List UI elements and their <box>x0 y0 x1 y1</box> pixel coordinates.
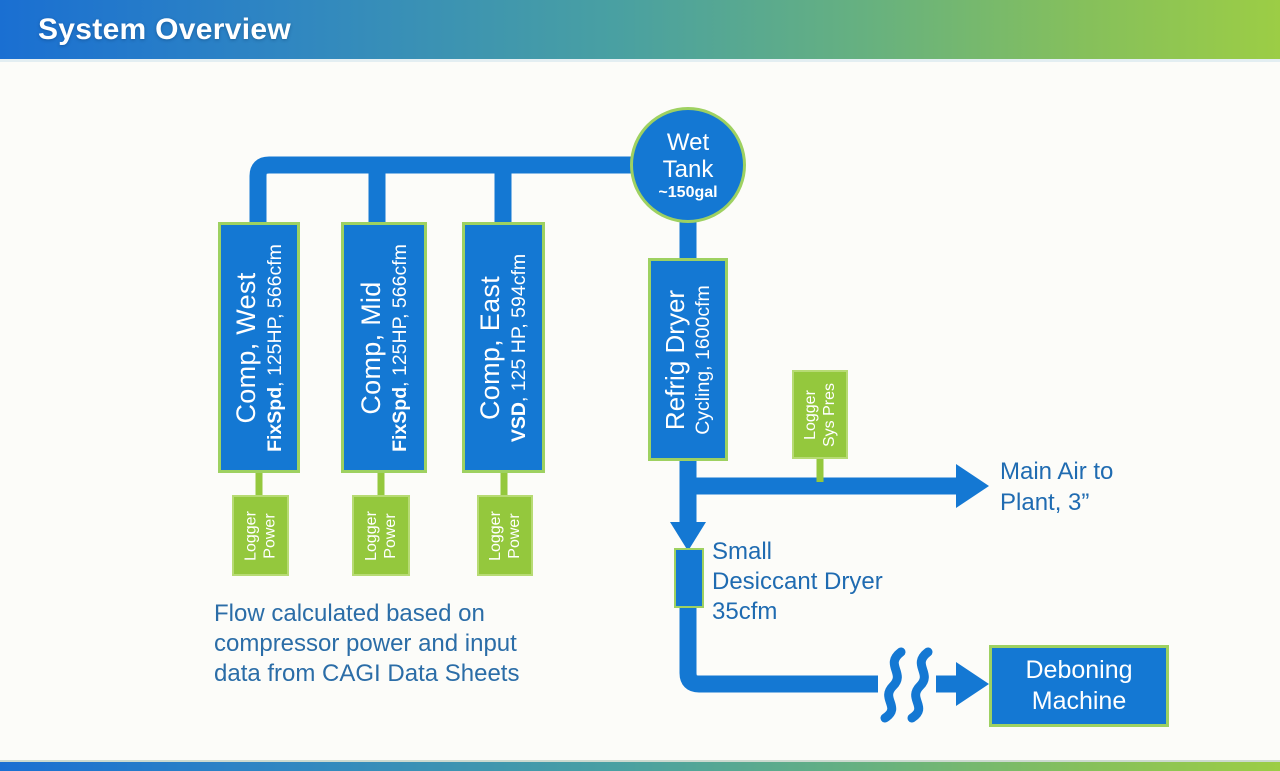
note-line: Flow calculated based on <box>214 600 485 627</box>
compressor-name: Comp, West <box>231 271 261 424</box>
sys-pres-logger-box: Logger Sys Pres <box>792 370 848 459</box>
logger-label: Logger <box>487 510 504 561</box>
compressor-rating: , 125HP, 566cfm <box>389 243 411 387</box>
power-logger-mid-box: Logger Power <box>352 495 410 576</box>
main-air-label: Main Air to Plant, 3” <box>1000 456 1113 518</box>
main-air-label-line: Main Air to <box>1000 458 1114 485</box>
note-line: data from CAGI Data Sheets <box>214 660 520 687</box>
flow-calculation-note: Flow calculated based on compressor powe… <box>214 599 519 689</box>
pipe-break-squiggle-icon <box>880 647 906 723</box>
desiccant-outlet-pipe <box>679 602 878 693</box>
power-logger-east-box: Logger Power <box>477 495 533 576</box>
down-arrowhead-icon <box>670 522 706 551</box>
compressor-spec: FixSpd, 125HP, 566cfm <box>389 244 412 452</box>
manifold-pipe <box>249 156 636 230</box>
note-line: compressor power and input <box>214 630 517 657</box>
compressor-mid-box: Comp, Mid FixSpd, 125HP, 566cfm <box>341 222 427 473</box>
logger-label: Logger <box>242 510 260 561</box>
compressor-west-box: Comp, West FixSpd, 125HP, 566cfm <box>218 222 300 473</box>
logger-label: Logger <box>802 389 820 440</box>
desiccant-dryer-box <box>674 548 704 608</box>
logger-label: Power <box>382 512 399 559</box>
compressor-east-box: Comp, East VSD, 125 HP, 594cfm <box>462 222 545 473</box>
refrig-dryer-box: Refrig Dryer Cycling, 1600cfm <box>648 258 728 461</box>
title-bar: System Overview <box>0 0 1280 62</box>
compressor-control-type: VSD <box>508 401 531 442</box>
main-air-label-line: Plant, 3” <box>1000 489 1090 516</box>
refrig-dryer-name: Refrig Dryer <box>660 289 691 430</box>
compressor-control-type: FixSpd <box>389 386 411 452</box>
compressor-name: Comp, Mid <box>356 280 386 415</box>
compressor-spec: FixSpd, 125HP, 566cfm <box>264 244 287 452</box>
footer-accent-bar <box>0 760 1280 771</box>
compressor-rating: , 125 HP, 594cfm <box>508 253 531 402</box>
compressor-control-type: FixSpd <box>264 386 286 452</box>
deboning-machine-box: Deboning Machine <box>989 645 1169 727</box>
compressor-spec: VSD, 125 HP, 594cfm <box>509 253 532 441</box>
logger-label: Logger <box>363 510 380 561</box>
wet-tank-capacity: ~150gal <box>658 183 718 201</box>
page-title: System Overview <box>38 12 291 46</box>
logger-label: Power <box>261 512 279 559</box>
wet-tank-label: Tank <box>662 155 714 183</box>
wet-tank-node: Wet Tank ~150gal <box>630 107 746 223</box>
deboning-arrowhead-icon <box>956 662 989 706</box>
logger-label: Sys Pres <box>821 382 839 447</box>
main-air-arrowhead-icon <box>956 464 989 508</box>
logger-label: Power <box>506 512 523 559</box>
desiccant-label-line: 35cfm <box>712 598 778 625</box>
desiccant-label-line: Small <box>712 538 773 565</box>
compressor-name: Comp, East <box>475 275 506 420</box>
wet-tank-label: Wet <box>666 128 710 156</box>
pipe-break-squiggle-icon <box>907 647 933 723</box>
desiccant-label-line: Desiccant Dryer <box>712 568 883 595</box>
power-logger-west-box: Logger Power <box>232 495 289 576</box>
deboning-machine-label: Machine <box>1031 687 1127 715</box>
compressor-rating: , 125HP, 566cfm <box>264 243 286 387</box>
desiccant-dryer-label: Small Desiccant Dryer 35cfm <box>712 537 883 627</box>
refrig-dryer-spec: Cycling, 1600cfm <box>692 284 715 435</box>
deboning-machine-label: Deboning <box>1025 656 1133 684</box>
